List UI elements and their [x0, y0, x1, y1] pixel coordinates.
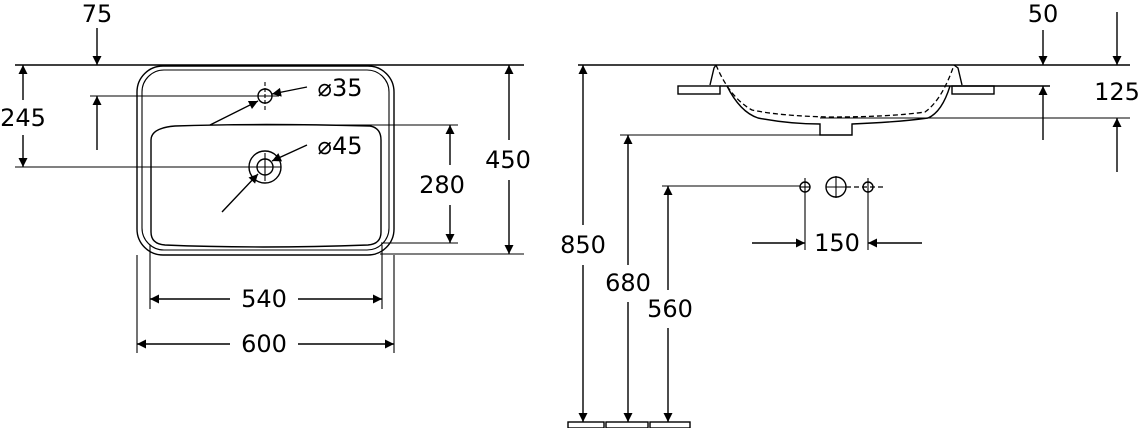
countertop-right	[951, 85, 995, 95]
label-backing	[644, 295, 696, 323]
label-backing	[0, 104, 49, 132]
dim-600-label: 600	[241, 330, 287, 358]
label-backing	[1024, 0, 1062, 28]
dia35-leader-left	[209, 100, 259, 126]
basin-inner-hidden-line	[715, 64, 955, 118]
dim-560-label: 560	[647, 295, 693, 323]
label-backing	[238, 285, 290, 313]
label-backing	[811, 229, 863, 257]
countertop-left	[677, 85, 721, 95]
dim-450-label: 450	[485, 146, 531, 174]
label-backing	[1091, 78, 1140, 106]
label-backing	[482, 146, 534, 174]
label-backing	[238, 330, 290, 358]
side-view: 850 680 560 150 50	[557, 0, 1140, 428]
dia45-leader-left	[221, 173, 259, 213]
label-backing	[314, 132, 366, 160]
dim-280-label: 280	[419, 171, 465, 199]
label-backing	[602, 269, 654, 297]
top-view: 75 245 ⌀35 ⌀45 280 450 540	[0, 0, 534, 358]
label-backing	[314, 74, 366, 102]
dim-540-label: 540	[241, 285, 287, 313]
dim-850-label: 850	[560, 231, 606, 259]
floor-base	[567, 421, 691, 428]
dia35-label: ⌀35	[318, 74, 363, 102]
dim-680-label: 680	[605, 269, 651, 297]
dim-50-label: 50	[1028, 0, 1059, 28]
basin-profile	[726, 85, 951, 136]
basin-rim-edges	[709, 64, 963, 86]
basin-outer-rim	[136, 65, 395, 256]
label-backing	[557, 231, 609, 259]
tap-connection-holes	[799, 176, 884, 198]
dia45-leader-right	[271, 144, 308, 162]
dim-125-label: 125	[1094, 78, 1140, 106]
dia45-label: ⌀45	[318, 132, 363, 160]
dim-75-label: 75	[82, 0, 113, 28]
waste-outlet	[15, 150, 282, 184]
dim-245-label: 245	[0, 104, 46, 132]
basin-inner-rim	[141, 69, 390, 251]
dim-150-label: 150	[814, 229, 860, 257]
dia35-leader-right	[271, 86, 308, 97]
tap-hole	[90, 82, 279, 110]
label-backing	[78, 0, 116, 28]
label-backing	[416, 171, 468, 199]
